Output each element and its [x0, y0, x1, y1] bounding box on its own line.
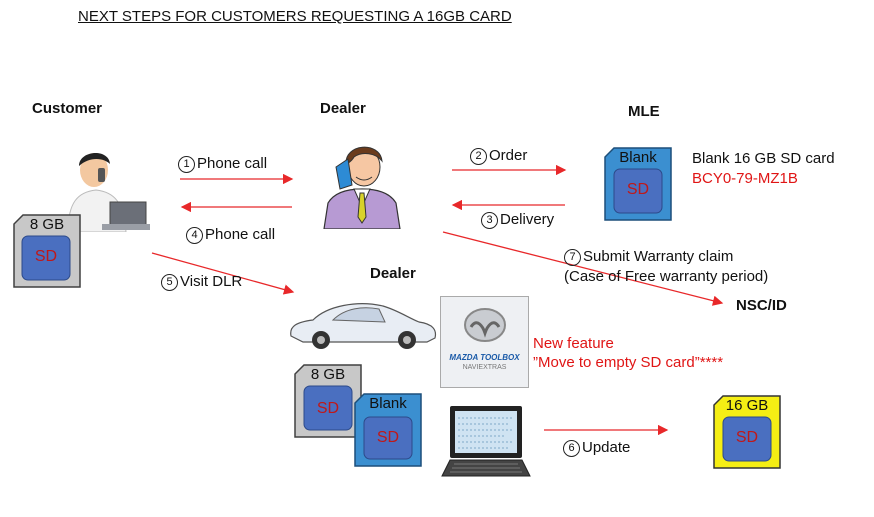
dealer-blank-sd-card: Blank SD [354, 393, 422, 467]
step5-number: 5 [161, 274, 178, 291]
step6-number: 6 [563, 440, 580, 457]
mle-card-name: Blank 16 GB SD card [692, 150, 835, 167]
customer-sd-card: 8 GB SD [13, 214, 81, 288]
mle-sd-capacity: Blank [619, 149, 657, 166]
feature-title: New feature [533, 335, 614, 352]
step7-number: 7 [564, 249, 581, 266]
feature-description: ”Move to empty SD card”**** [533, 354, 724, 371]
dealer-person-icon [323, 146, 401, 229]
result-16gb-sd-capacity: 16 GB [725, 397, 769, 414]
car-icon [290, 303, 437, 349]
page-title: NEXT STEPS FOR CUSTOMERS REQUESTING A 16… [78, 8, 512, 25]
laptop-icon [441, 406, 531, 477]
dealer-8gb-sd-card: 8 GB SD [294, 364, 362, 438]
dealer-heading-bottom: Dealer [370, 265, 416, 282]
arrow-step7 [442, 231, 724, 306]
mle-sd-card: Blank SD [604, 147, 672, 221]
customer-person-icon [54, 140, 150, 232]
dealer-blank-sd-capacity: Blank [369, 395, 407, 412]
result-16gb-sd-label: SD [735, 429, 759, 446]
mle-heading: MLE [628, 103, 660, 120]
mle-sd-label: SD [626, 181, 650, 198]
dealer-8gb-sd-capacity: 8 GB [310, 366, 346, 383]
arrow-step5 [151, 252, 295, 295]
step2-number: 2 [470, 148, 487, 165]
customer-heading: Customer [32, 100, 103, 117]
customer-sd-label: SD [34, 248, 58, 265]
dealer-blank-sd-label: SD [376, 429, 400, 446]
mazda-toolbox-panel: MAZDA TOOLBOX NAVIEXTRAS [440, 296, 529, 388]
mazda-logo-icon [464, 308, 506, 342]
customer-sd-capacity: 8 GB [29, 216, 65, 233]
step3-number: 3 [481, 212, 498, 229]
toolbox-subtitle: NAVIEXTRAS [462, 364, 507, 371]
toolbox-title: MAZDA TOOLBOX [449, 353, 520, 362]
step7-sublabel: (Case of Free warranty period) [564, 268, 769, 285]
dealer-8gb-sd-label: SD [316, 400, 340, 417]
dealer-heading-top: Dealer [320, 100, 366, 117]
step1-number: 1 [178, 156, 195, 173]
step4-number: 4 [186, 227, 203, 244]
nsc-heading: NSC/ID [736, 297, 787, 314]
result-16gb-sd-card: 16 GB SD [713, 395, 781, 469]
mle-card-part-number: BCY0-79-MZ1B [692, 170, 798, 187]
